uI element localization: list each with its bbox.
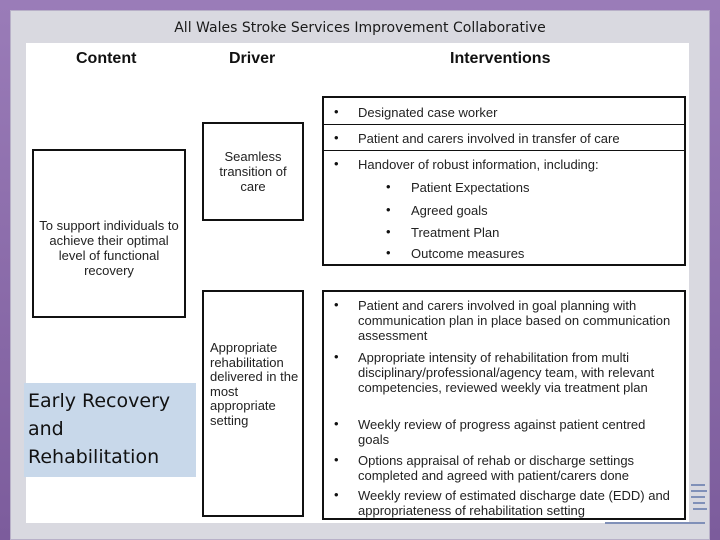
sub-bullet-icon: • bbox=[386, 179, 391, 194]
bullet-icon: • bbox=[334, 416, 339, 431]
header-driver: Driver bbox=[229, 50, 276, 67]
intervention-text: Weekly review of progress against patien… bbox=[358, 417, 646, 447]
intervention-text: Handover of robust information, includin… bbox=[358, 157, 599, 172]
intervention-text: Designated case worker bbox=[358, 105, 498, 120]
bullet-icon: • bbox=[334, 104, 339, 119]
corner-watermark bbox=[605, 470, 709, 530]
driver-rehabilitation-text: Appropriate rehabilitation delivered in … bbox=[210, 340, 299, 428]
interventions-list-rehabilitation: • Patient and carers involved in goal pl… bbox=[322, 290, 686, 520]
bullet-icon: • bbox=[334, 297, 339, 312]
sub-item: Patient Expectations bbox=[411, 180, 530, 195]
driver-box-transition bbox=[202, 122, 304, 221]
driver-transition-text: Seamless transition of care bbox=[219, 149, 287, 194]
list-item: • Patient and carers involved in transfe… bbox=[324, 125, 684, 151]
driver-box-rehabilitation bbox=[202, 290, 304, 517]
bullet-icon: • bbox=[334, 452, 339, 467]
sub-bullet-icon: • bbox=[386, 245, 391, 260]
intervention-text: Patient and carers involved in transfer … bbox=[358, 131, 620, 146]
content-box bbox=[32, 149, 186, 318]
intervention-text: Patient and carers involved in goal plan… bbox=[358, 298, 671, 343]
sub-bullet-icon: • bbox=[386, 224, 391, 239]
sub-item: Agreed goals bbox=[411, 203, 488, 218]
intervention-text: Appropriate intensity of rehabilitation … bbox=[358, 350, 655, 395]
watermark-text-lines bbox=[605, 484, 707, 524]
bullet-icon: • bbox=[334, 156, 339, 171]
phase-label: Early Recovery and Rehabilitation bbox=[24, 383, 196, 477]
slide-title: All Wales Stroke Services Improvement Co… bbox=[174, 20, 546, 36]
sub-item: Treatment Plan bbox=[411, 225, 500, 240]
interventions-list-transition: • Designated case worker • Patient and c… bbox=[322, 96, 686, 266]
content-box-text: To support individuals to achieve their … bbox=[39, 218, 179, 278]
sub-bullet-icon: • bbox=[386, 202, 391, 217]
sub-item: Outcome measures bbox=[411, 246, 525, 261]
intervention-text: Weekly review of estimated discharge dat… bbox=[358, 488, 670, 518]
intervention-text: Options appraisal of rehab or discharge … bbox=[358, 453, 635, 483]
header-content: Content bbox=[76, 50, 137, 67]
list-item: • Handover of robust information, includ… bbox=[324, 151, 684, 264]
list-item: • Designated case worker bbox=[324, 98, 684, 125]
bullet-icon: • bbox=[334, 349, 339, 364]
header-interventions: Interventions bbox=[450, 50, 551, 67]
bullet-icon: • bbox=[334, 487, 339, 502]
bullet-icon: • bbox=[334, 130, 339, 145]
